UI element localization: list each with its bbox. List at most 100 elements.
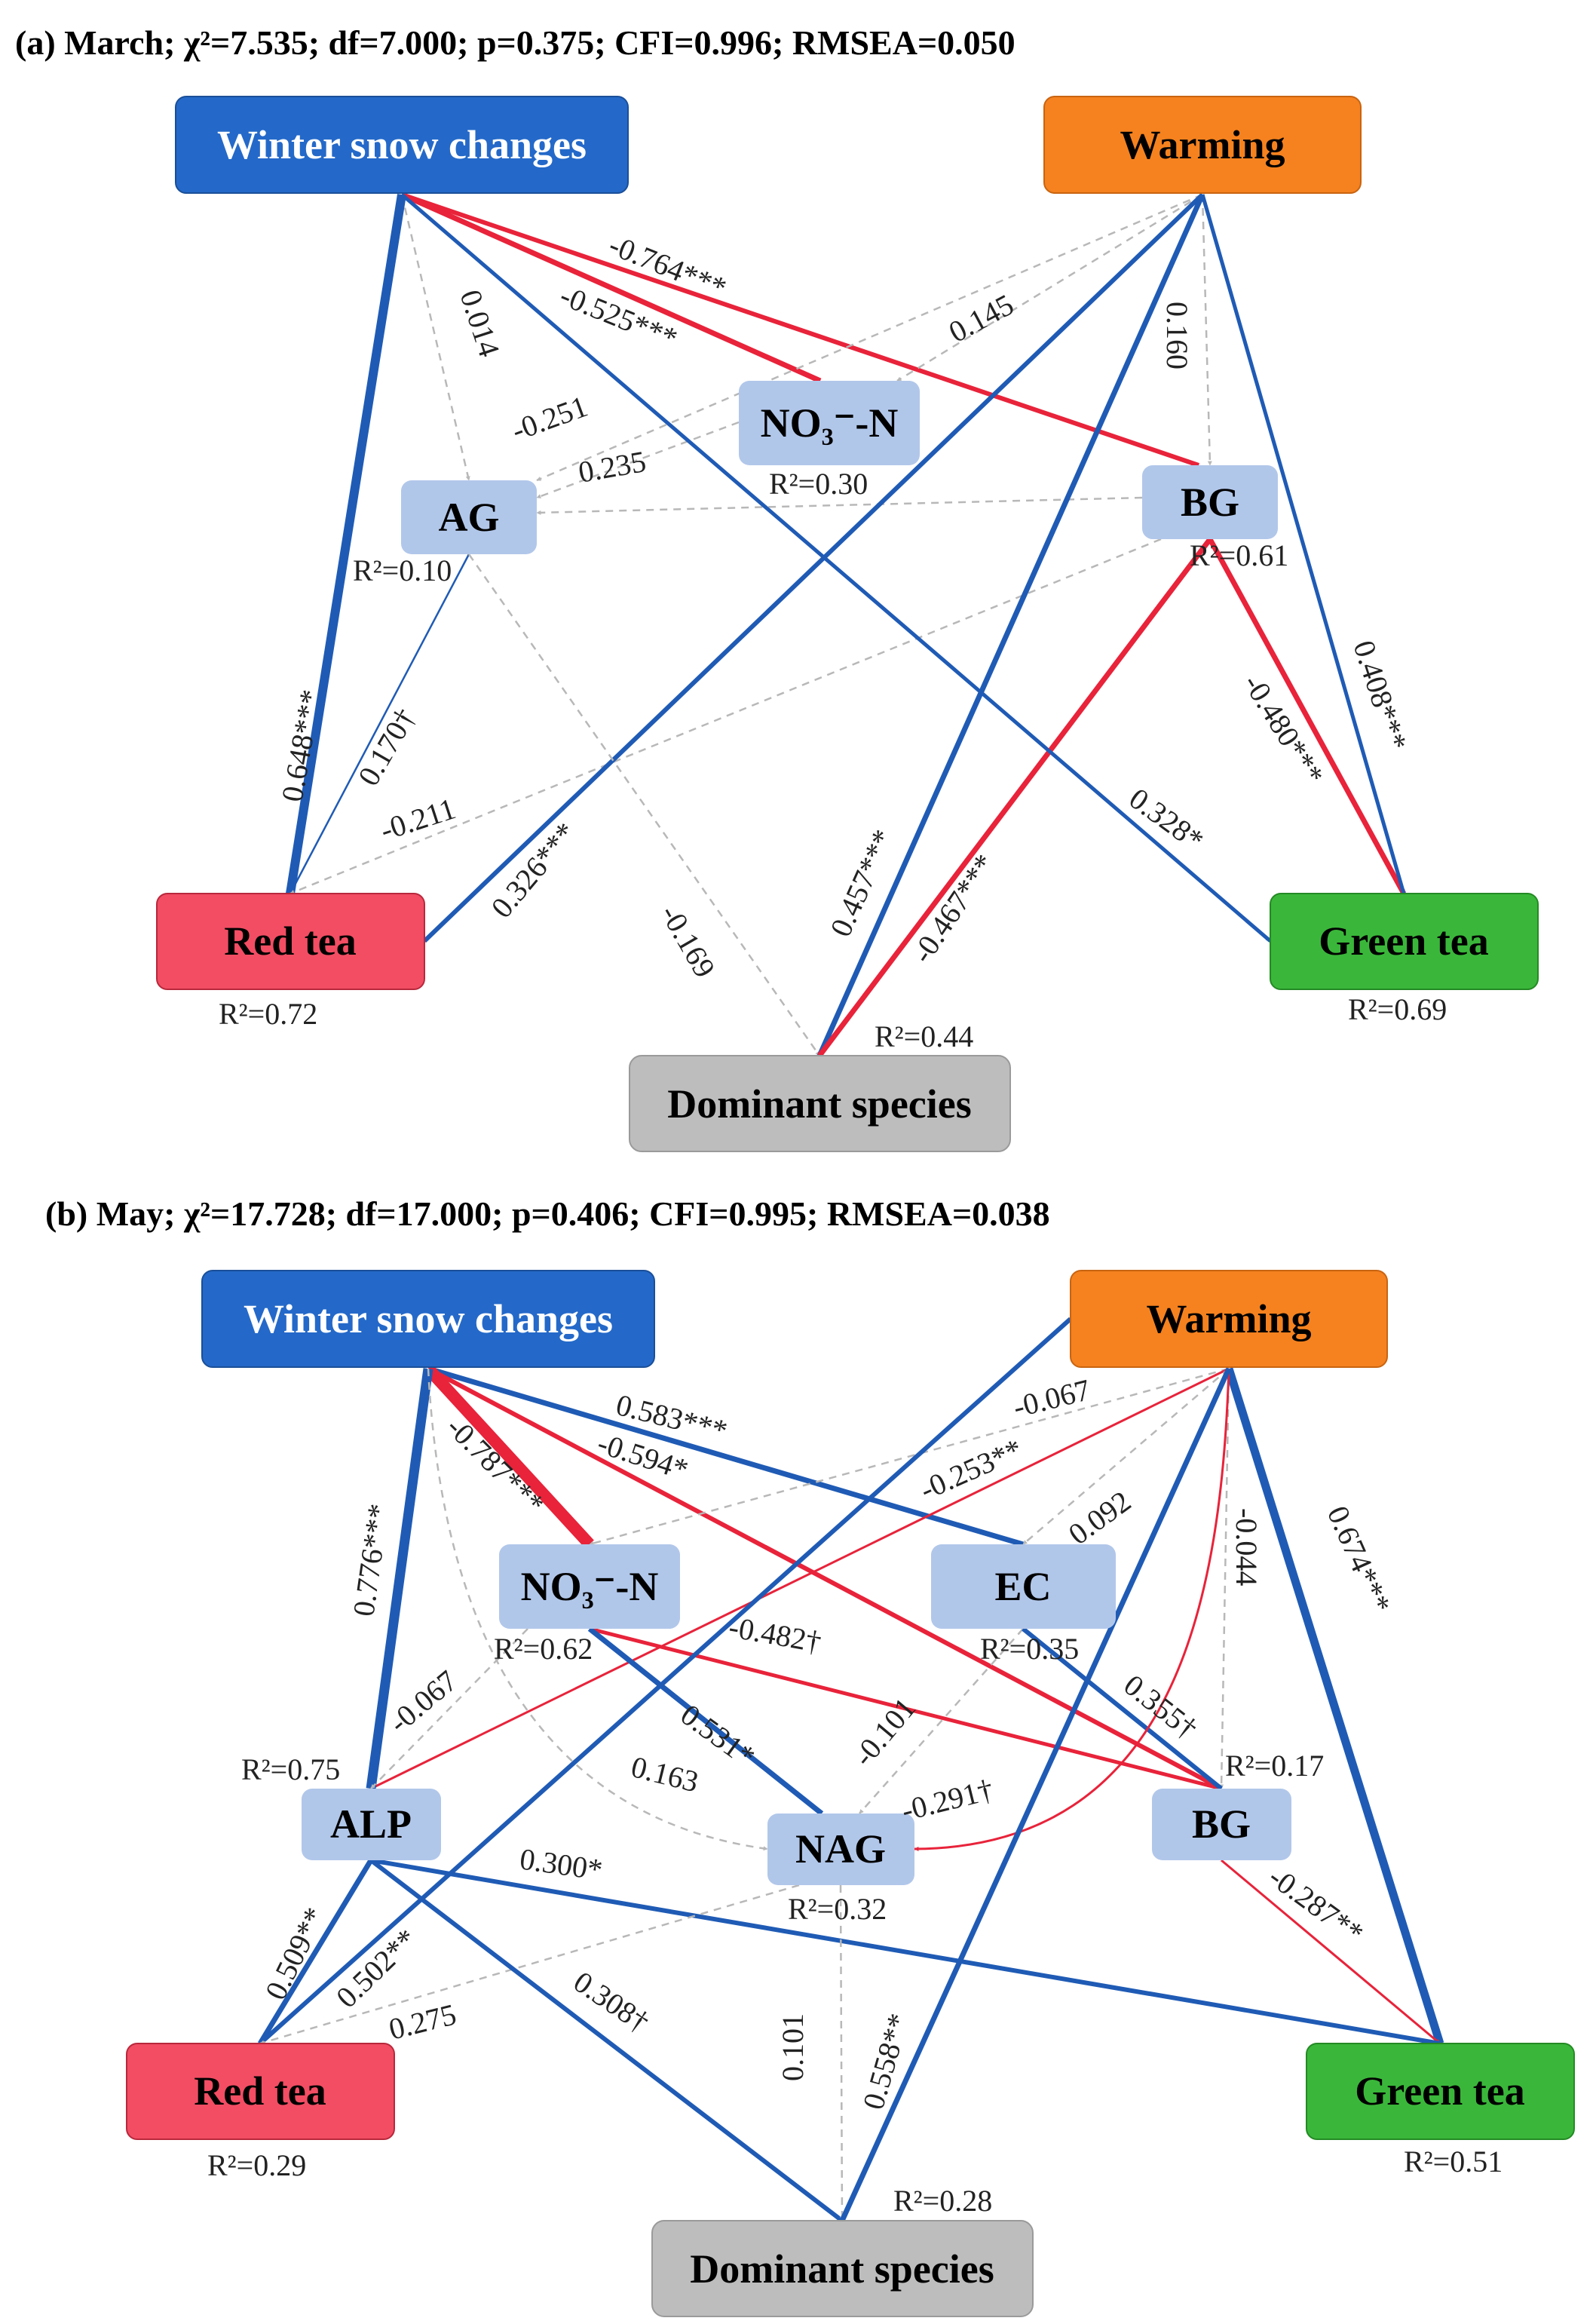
node-b-bg-label: BG (1192, 1801, 1251, 1847)
path-b-warm-no3 (589, 1367, 1230, 1546)
path-a-ag-red (289, 553, 470, 894)
coef-a-ag-dom: -0.169 (654, 899, 722, 983)
coef-b-nag-red: 0.275 (385, 1997, 459, 2046)
node-a-no3-n-label: NO₃⁻-N (761, 400, 899, 446)
r2-a-no3: R²=0.30 (769, 467, 868, 501)
node-b-ec-label: EC (994, 1564, 1051, 1609)
node-a-warming-label: Warming (1120, 122, 1285, 167)
path-b-warm-red (259, 1317, 1072, 2046)
path-b-no3-alp (370, 1628, 528, 1789)
r2-b-no3: R²=0.62 (494, 1632, 593, 1666)
coef-a-no3-ag: -0.251 (507, 389, 592, 448)
coef-b-warm-bg: -0.044 (1230, 1508, 1264, 1586)
r2-b-ec: R²=0.35 (980, 1632, 1079, 1666)
path-a-snow-no3 (400, 192, 822, 384)
path-b-snow-alp (366, 1368, 433, 1789)
node-a-dominant-species (629, 1055, 1011, 1152)
path-a-warm-ag (536, 193, 1203, 482)
coef-b-warm-dom: 0.558** (856, 2010, 915, 2113)
node-a-green-tea-label: Green tea (1319, 918, 1488, 964)
node-a-bg-label: BG (1181, 480, 1239, 525)
node-b-nag (767, 1814, 914, 1885)
coef-a-bg-red: -0.211 (376, 791, 460, 847)
panel-a-title: (a) March; χ²=7.535; df=7.000; p=0.375; … (15, 23, 1015, 62)
path-b-warm-dom (839, 1367, 1232, 2222)
node-a-winter-snow-changes (175, 96, 629, 194)
node-b-bg (1152, 1789, 1291, 1860)
coef-b-nag-dom: 0.101 (776, 2013, 810, 2081)
coef-a-snow-red: 0.648*** (275, 687, 328, 805)
coef-a-snow-green: 0.328* (1123, 781, 1210, 857)
node-b-red-tea-label: Red tea (194, 2068, 326, 2114)
r2-a-dominant: R²=0.44 (875, 1019, 973, 1053)
node-b-green-tea-label: Green tea (1355, 2068, 1524, 2114)
node-b-green-tea (1306, 2043, 1575, 2140)
path-a-snow-bg (401, 192, 1199, 468)
r2-b-bg: R²=0.17 (1225, 1749, 1324, 1783)
node-b-alp (302, 1789, 441, 1860)
path-b-no3-nag (587, 1626, 824, 1816)
coef-a-ag-red: 0.170† (351, 703, 422, 792)
r2-b-dominant: R²=0.28 (893, 2184, 992, 2218)
r2-b-alp: R²=0.75 (241, 1752, 340, 1786)
path-a-warm-bg (1201, 194, 1212, 466)
panel-a-edges (286, 192, 1407, 1058)
path-a-snow-ag (400, 194, 470, 481)
path-a-bg-dom (817, 537, 1212, 1058)
node-b-no3-n (499, 1544, 680, 1629)
panel-b-edges (258, 1317, 1444, 2223)
node-a-green-tea (1270, 893, 1539, 990)
panel-b-title: (b) May; χ²=17.728; df=17.000; p=0.406; … (45, 1194, 1050, 1233)
node-a-red-tea (156, 893, 425, 990)
node-a-ag (401, 480, 537, 554)
path-b-alp-green (370, 1858, 1441, 2046)
node-b-warming (1070, 1270, 1388, 1368)
path-a-snow-red (286, 194, 406, 894)
coef-b-ec-bg: 0.355† (1117, 1668, 1203, 1746)
node-a-bg (1142, 465, 1278, 539)
r2-a-green-tea: R²=0.69 (1348, 992, 1447, 1026)
node-b-warming-label: Warming (1146, 1296, 1311, 1341)
coef-a-warm-dom: 0.457*** (823, 824, 900, 941)
node-b-dominant-species (651, 2220, 1034, 2317)
path-a-warm-red (422, 192, 1205, 943)
r2-a-bg: R²=0.61 (1190, 538, 1288, 572)
coef-a-snow-ag: 0.014 (453, 286, 507, 361)
coef-a-bg-ag: 0.235 (576, 444, 648, 489)
r2-a-red-tea: R²=0.72 (219, 997, 317, 1031)
node-b-ec (931, 1544, 1116, 1629)
path-b-bg-green (1221, 1859, 1441, 2045)
node-a-ag-label: AG (439, 495, 500, 540)
coef-b-bg-green: -0.287** (1263, 1860, 1370, 1951)
r2-b-green-tea: R²=0.51 (1404, 2145, 1503, 2178)
node-b-no3-n-label: NO₃⁻-N (521, 1564, 659, 1609)
node-a-no3-n (739, 381, 920, 465)
path-b-ec-bg (1022, 1626, 1223, 1791)
r2-a-ag: R²=0.10 (353, 553, 452, 587)
node-b-winter-snow-changes-label: Winter snow changes (244, 1296, 613, 1341)
node-a-red-tea-label: Red tea (224, 918, 356, 964)
node-b-alp-label: ALP (330, 1801, 412, 1847)
path-a-warm-no3 (896, 193, 1203, 382)
r2-b-nag: R²=0.32 (788, 1892, 887, 1926)
node-b-nag-label: NAG (795, 1826, 886, 1872)
coef-b-warm-green: 0.674*** (1321, 1501, 1398, 1617)
path-a-bg-ag (536, 496, 1143, 515)
coef-b-warm-nag: -0.291† (898, 1772, 997, 1827)
node-a-winter-snow-changes-label: Winter snow changes (217, 122, 587, 167)
r2-b-red-tea: R²=0.29 (207, 2148, 306, 2182)
path-b-alp-dom (369, 1858, 844, 2223)
path-b-snow-no3 (424, 1364, 594, 1549)
node-b-red-tea (126, 2043, 395, 2140)
path-b-warm-ec (1022, 1368, 1230, 1545)
coef-a-bg-dom: -0.467*** (905, 848, 1002, 969)
coef-b-warm-ec: 0.092 (1062, 1484, 1137, 1551)
path-a-no3-ag (536, 421, 740, 499)
path-b-nag-dom (839, 1884, 844, 2221)
path-b-warm-bg (1219, 1368, 1230, 1789)
path-b-snow-bg (427, 1366, 1223, 1791)
path-b-snow-ec (427, 1366, 1024, 1547)
node-b-winter-snow-changes (201, 1270, 655, 1368)
